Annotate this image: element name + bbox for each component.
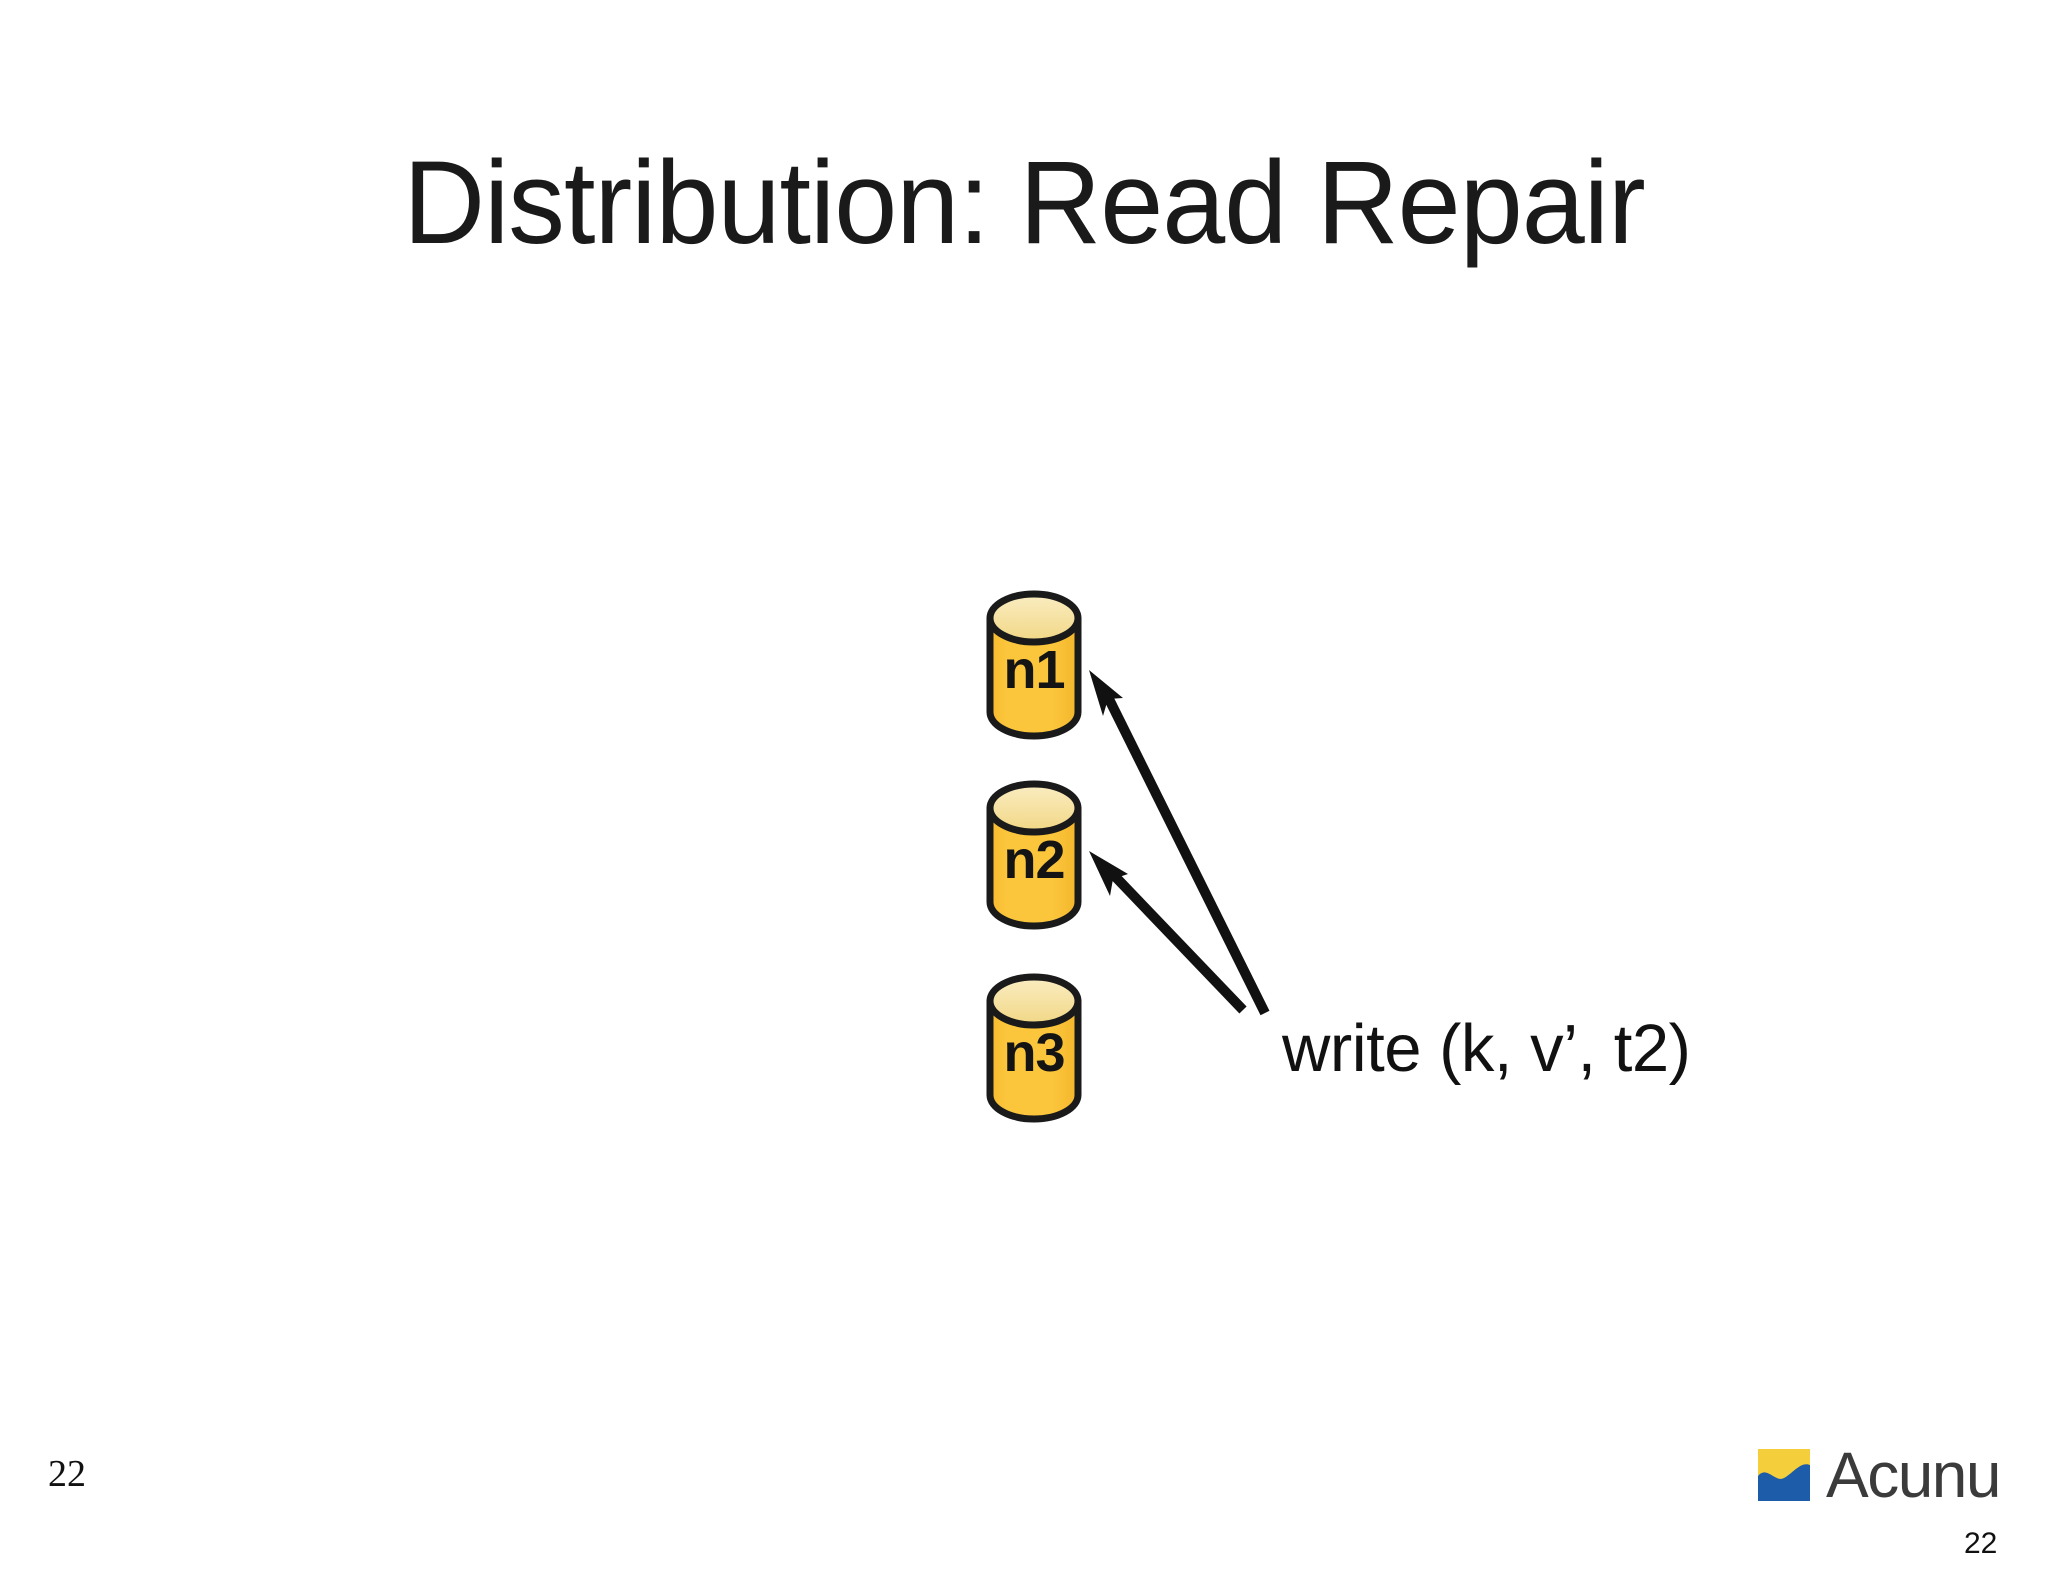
node-label-n1: n1 bbox=[1003, 640, 1065, 700]
node-label-n2: n2 bbox=[1003, 830, 1065, 890]
acunu-wave-square-icon bbox=[1758, 1449, 1810, 1501]
arrowhead-n1 bbox=[1089, 670, 1123, 716]
cylinder-top-n3 bbox=[986, 973, 1082, 1029]
arrow-write-to-n2 bbox=[1089, 851, 1247, 1014]
write-operation-label: write (k, v’, t2) bbox=[1282, 1011, 1691, 1086]
page-number-right: 22 bbox=[1964, 1527, 1998, 1560]
acunu-logo-text: Acunu bbox=[1826, 1439, 2001, 1511]
page-number-left: 22 bbox=[48, 1453, 86, 1495]
cylinder-top-n1 bbox=[986, 590, 1082, 646]
arrowhead-n2 bbox=[1089, 851, 1128, 896]
cylinder-top-n2 bbox=[986, 780, 1082, 836]
page-title: Distribution: Read Repair bbox=[403, 137, 1646, 269]
arrow-write-to-n1 bbox=[1089, 670, 1270, 1016]
acunu-logo: Acunu bbox=[1758, 1439, 2001, 1511]
node-label-n3: n3 bbox=[1003, 1023, 1065, 1083]
